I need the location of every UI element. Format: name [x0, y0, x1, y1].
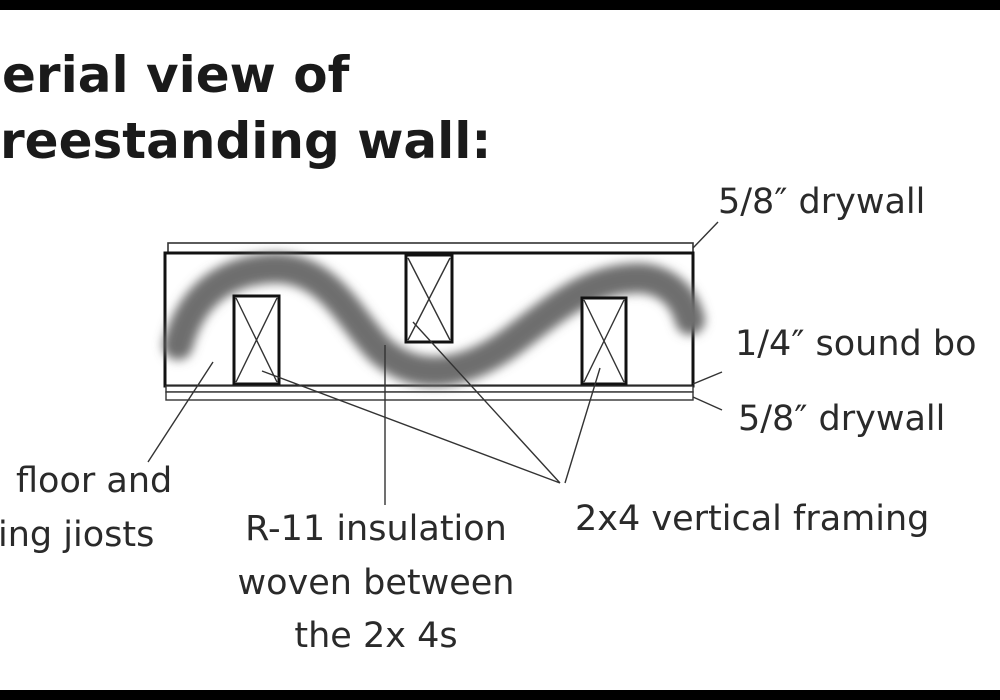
- sound-board-layer: [165, 385, 694, 393]
- title-line-2: reestanding wall:: [0, 112, 491, 170]
- label-joists-line-2: ing jiosts: [0, 515, 154, 555]
- bottom-drywall-layer: [165, 391, 694, 401]
- stud-middle: [404, 253, 454, 344]
- title-line-1: erial view of: [2, 46, 351, 104]
- label-insulation-line-3: the 2x 4s: [294, 616, 457, 656]
- label-drywall-bottom: 5/8″ drywall: [738, 399, 945, 439]
- wall-section: [163, 242, 705, 401]
- label-drywall-top: 5/8″ drywall: [718, 182, 925, 222]
- label-insulation-line-2: woven between: [238, 563, 515, 603]
- leader-lines: [147, 221, 723, 505]
- label-insulation-line-1: R-11 insulation: [245, 509, 507, 549]
- label-sound-board: 1/4″ sound bo: [735, 324, 977, 364]
- label-joists-line-1: floor and: [16, 461, 172, 501]
- stud-right: [580, 296, 628, 386]
- insulation-batt: [163, 252, 705, 387]
- stud-left: [232, 294, 281, 386]
- label-framing: 2x4 vertical framing: [575, 499, 929, 539]
